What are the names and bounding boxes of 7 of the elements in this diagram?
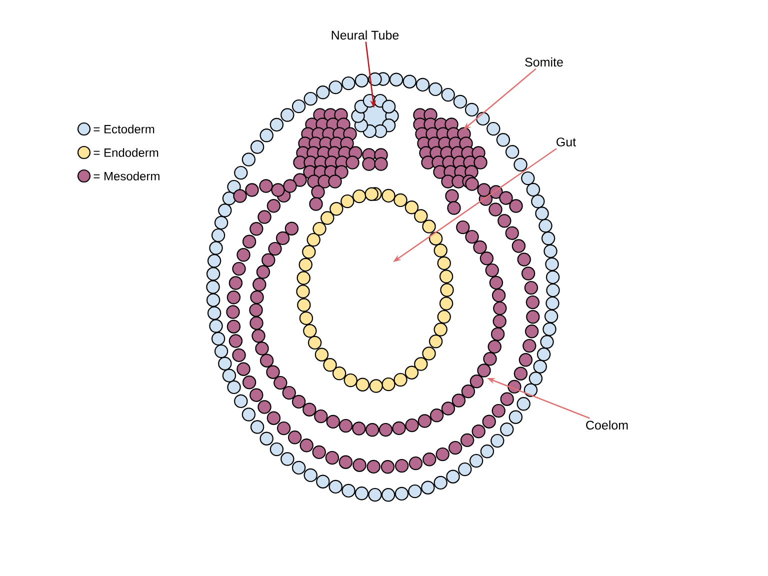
legend-label: = Mesoderm (94, 172, 160, 180)
legend-label: = Ectoderm (94, 124, 154, 134)
callout-label: Somite (525, 57, 563, 67)
legend-label: = Endoderm (94, 148, 158, 157)
callout-label: Coelom (586, 420, 628, 430)
callout-label: Gut (556, 138, 576, 146)
callout-label: Neural Tube (332, 30, 399, 40)
